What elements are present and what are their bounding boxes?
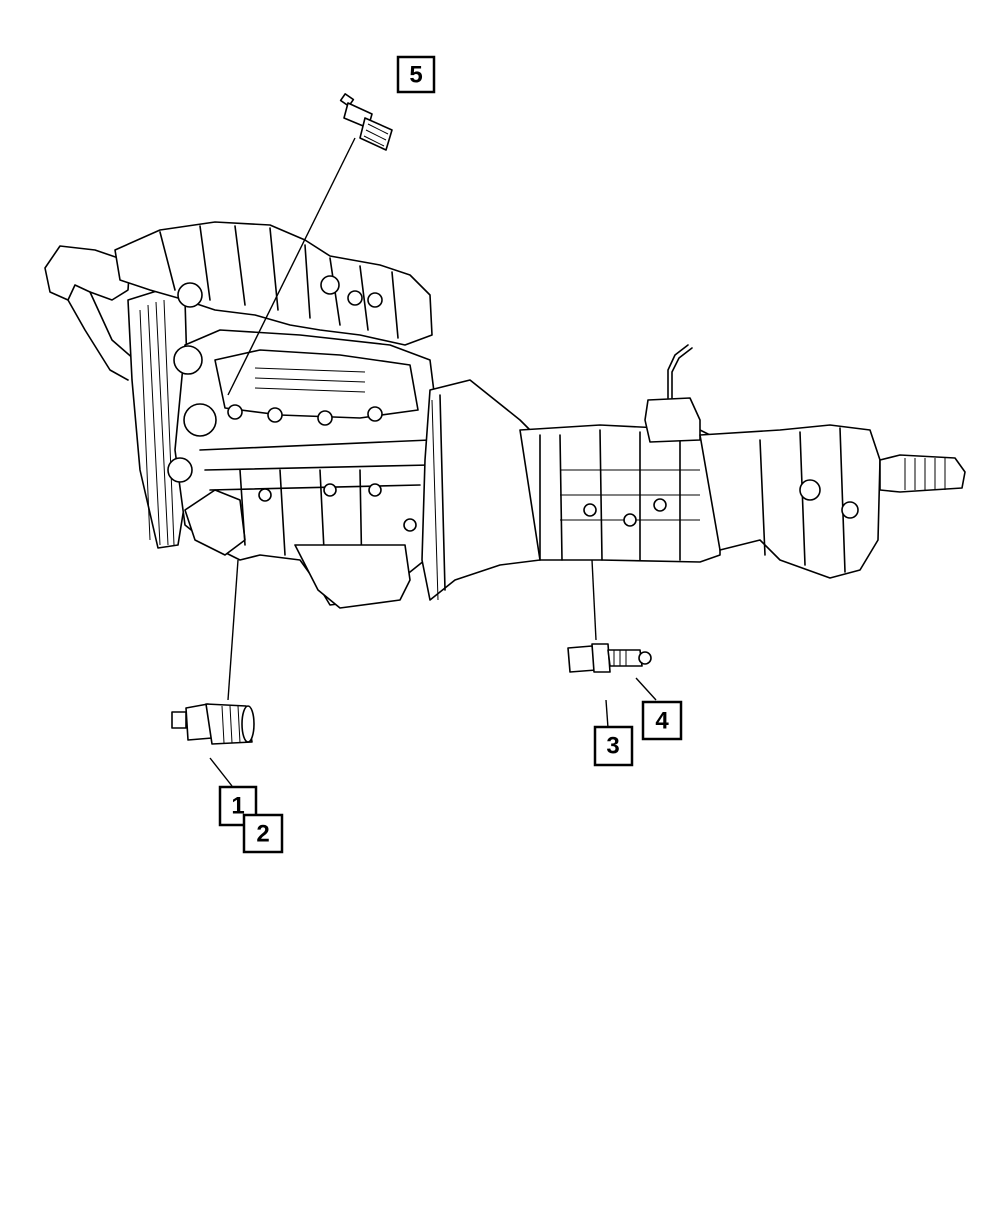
callout-1-label: 1	[231, 793, 244, 820]
callout-5: 5	[396, 55, 436, 94]
callout-3: 3	[593, 725, 634, 767]
sensor-part-3-4-icon	[567, 643, 652, 673]
leader-lines	[209, 137, 657, 787]
callout-2: 2	[242, 813, 284, 854]
callout-4-label: 4	[655, 708, 669, 735]
callout-5-label: 5	[409, 62, 422, 89]
callout-4: 4	[641, 700, 683, 741]
engine-transmission-assembly	[44, 221, 966, 609]
callout-2-label: 2	[256, 821, 269, 848]
sensor-part-1-2-icon	[171, 703, 255, 745]
callout-3-label: 3	[606, 733, 619, 760]
sensor-part-5-icon	[339, 93, 393, 151]
